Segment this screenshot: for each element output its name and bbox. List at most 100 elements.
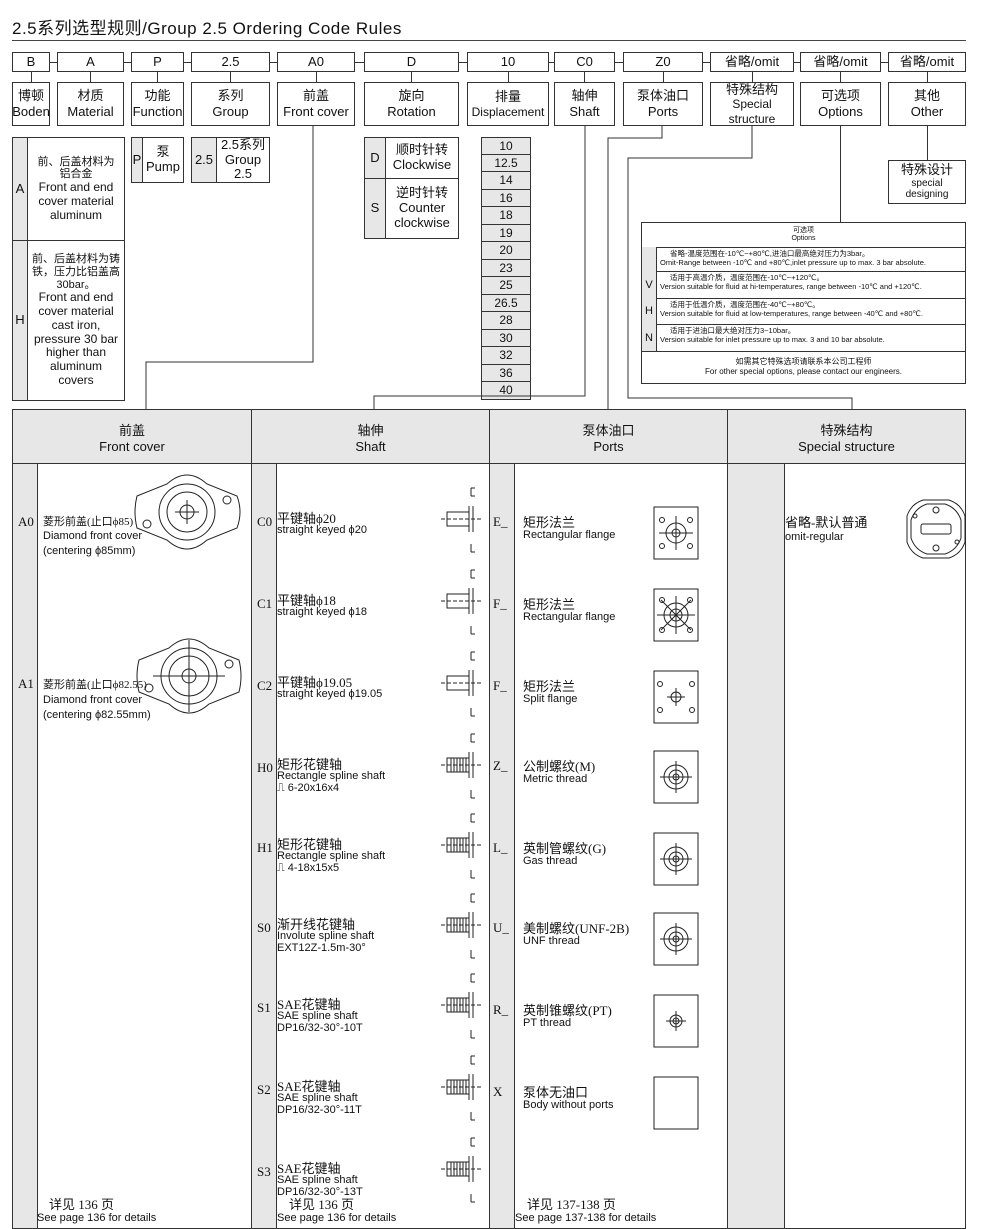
port-code: U_ — [493, 920, 509, 935]
options-code: V — [642, 271, 657, 298]
port-cn: 矩形法兰 — [523, 679, 576, 694]
code-drop-line — [752, 72, 753, 82]
table-header-special: 特殊结构 Special structure — [728, 410, 965, 464]
code-box: A0 — [277, 52, 355, 72]
group-en: Group 2.5 — [224, 151, 262, 182]
group-cn: 2.5系列 — [220, 136, 266, 152]
material-a-desc: 前、后盖材料为铝合金 Front and end cover material … — [27, 137, 125, 241]
connector-lines — [145, 126, 853, 409]
shaft-spec: ⎍ 6-20x16x4 — [277, 782, 340, 794]
front-cover-cn: 菱形前盖(止口ϕ85) — [43, 516, 134, 528]
table-header-en: Shaft — [355, 438, 386, 454]
code-connector — [459, 62, 467, 63]
header-en: Function — [132, 104, 183, 119]
code-box: 省略/omit — [800, 52, 881, 72]
shaft-code: C0 — [257, 514, 273, 529]
port-cn: 英制锥螺纹(PT) — [523, 1003, 612, 1018]
options-code: H — [642, 298, 657, 324]
rotation-d-desc: 顺时针转 Clockwise — [385, 137, 459, 179]
options-row: 省略-温度范围在-10℃~+80℃,进油口最高绝对压力为3bar。Omit-Ra… — [642, 247, 965, 272]
port-en: Gas thread — [523, 855, 578, 867]
code-box: 省略/omit — [710, 52, 794, 72]
header-cn: 功能 — [144, 88, 171, 104]
function-desc: 泵 Pump — [142, 137, 184, 183]
displacement-item: 23 — [481, 259, 531, 277]
label-strip — [490, 464, 515, 1228]
options-text: 适用于低温介质，温度范围在-40℃~+80℃。Version suitable … — [660, 300, 963, 319]
displacement-item: 26.5 — [481, 294, 531, 312]
port-drawing-icon — [653, 1076, 699, 1130]
code-box: 2.5 — [191, 52, 270, 72]
code-drop-line — [663, 72, 664, 82]
code-connector — [50, 62, 57, 63]
port-en: Rectangular flange — [523, 529, 616, 541]
port-cn: 泵体无油口 — [523, 1085, 589, 1100]
port-code: E_ — [493, 514, 508, 529]
port-en: Body without ports — [523, 1099, 614, 1111]
options-title-en: Options — [791, 235, 816, 242]
header-cn: 前盖 — [302, 88, 329, 104]
front-cover-code: A1 — [18, 676, 34, 691]
options-panel: 可选项 Options 省略-温度范围在-10℃~+80℃,进油口最高绝对压力为… — [641, 222, 966, 384]
material-h-en: Front and end cover material cast iron, … — [33, 290, 119, 387]
code-connector — [703, 62, 710, 63]
shaft-en: SAE spline shaft — [277, 1174, 358, 1186]
special-cn: 省略-默认普通 — [785, 515, 868, 530]
header-en: Displacement — [471, 104, 545, 119]
port-cn: 矩形法兰 — [523, 515, 576, 530]
title-rule — [12, 40, 966, 41]
shaft-en: SAE spline shaft — [277, 1092, 358, 1104]
shaft-cn: 平键轴ϕ20 — [277, 511, 336, 526]
group-desc: 2.5系列 Group 2.5 — [216, 137, 270, 183]
material-h-cn: 前、后盖材料为铸铁，压力比铝盖高 30bar。 — [32, 253, 120, 291]
shaft-spec: ⎍ 4-18x15x5 — [277, 862, 340, 874]
header-cn: 特殊结构 — [725, 81, 778, 97]
displacement-item: 16 — [481, 189, 531, 207]
port-en: Split flange — [523, 693, 578, 705]
shaft-drawing-icon — [441, 1137, 481, 1203]
port-drawing-icon — [653, 588, 699, 642]
shaft-code: C1 — [257, 596, 273, 611]
code-drop-line — [157, 72, 158, 82]
header-cn: 其他 — [913, 88, 940, 104]
shaft-spec: DP16/32-30°-11T — [277, 1104, 362, 1116]
displacement-item: 19 — [481, 224, 531, 242]
shaft-code: S3 — [257, 1164, 271, 1179]
material-a-cn: 前、后盖材料为铝合金 — [37, 155, 115, 181]
displacement-item: 12.5 — [481, 154, 531, 172]
other-connector — [927, 126, 928, 160]
code-connector — [881, 62, 888, 63]
port-drawing-icon — [653, 670, 699, 724]
shaft-spec: DP16/32-30°-10T — [277, 1022, 363, 1034]
options-footer-en: For other special options, please contac… — [704, 367, 902, 376]
rotation-s-en: Counter clockwise — [394, 200, 450, 230]
footer-en: See page 137-138 for details — [515, 1212, 657, 1224]
rotation-d-cn: 顺时针转 — [395, 142, 448, 158]
header-en: Material — [67, 104, 114, 119]
shaft-column — [252, 464, 490, 1228]
port-code: F_ — [493, 596, 507, 611]
code-connector — [124, 62, 131, 63]
port-drawing-icon — [653, 912, 699, 966]
header-cn: 泵体油口 — [636, 88, 689, 104]
shaft-drawing-icon — [441, 813, 481, 879]
footer-en: See page 136 for details — [277, 1212, 397, 1224]
code-box: A — [57, 52, 124, 72]
material-h-desc: 前、后盖材料为铸铁，压力比铝盖高 30bar。 Front and end co… — [27, 240, 125, 401]
port-en: Rectangular flange — [523, 611, 616, 623]
table-header-en: Ports — [593, 438, 624, 454]
port-cn: 美制螺纹(UNF-2B) — [523, 921, 630, 936]
port-en: UNF thread — [523, 935, 580, 947]
shaft-en: Rectangle spline shaft — [277, 850, 386, 862]
code-connector — [355, 62, 364, 63]
footer-cn: 详见 137-138 页 — [527, 1197, 616, 1212]
code-drop-line — [840, 72, 841, 82]
front-cover-code: A0 — [18, 514, 34, 529]
